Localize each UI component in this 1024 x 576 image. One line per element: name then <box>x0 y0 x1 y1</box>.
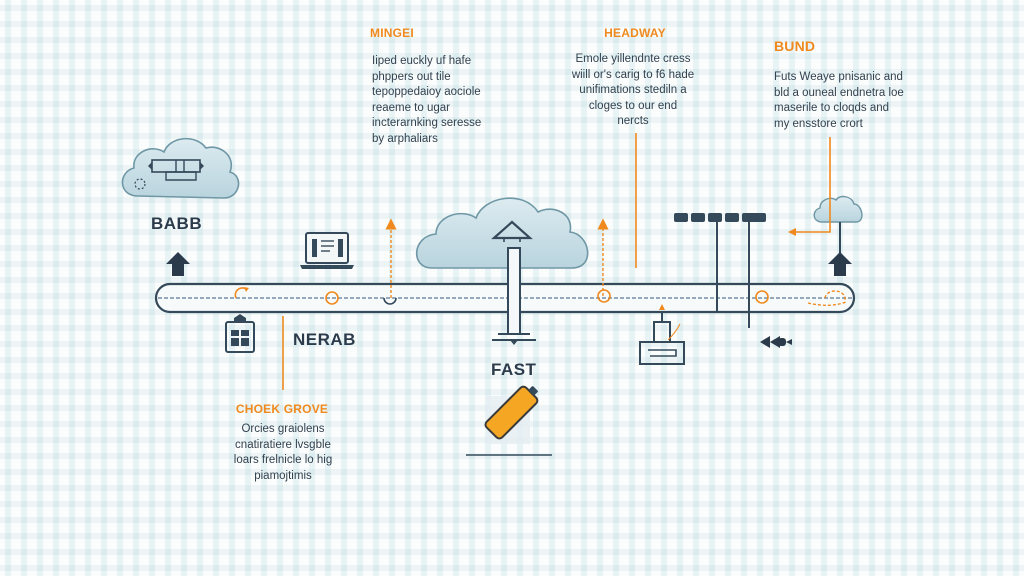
annotation-line: bld a ouneal endnetra loe <box>774 86 904 99</box>
connector-bund <box>788 137 831 236</box>
node-label-fast: FAST <box>491 360 537 379</box>
annotation-line: Futs Weaye pnisanic and <box>774 71 903 83</box>
annotation-line: Iiped euckly uf hafe <box>372 55 472 67</box>
clipboard-icon <box>225 314 255 353</box>
belt-roller-3 <box>755 290 769 304</box>
annotation-body-bund: Futs Weaye pnisanic and bld a ouneal end… <box>774 70 944 132</box>
annotation-title-check-grove: CHOEK GROVE <box>235 402 329 416</box>
annotation-line: phppers out tile <box>372 70 451 83</box>
annotation-title-minged: MINGEI <box>370 26 414 40</box>
annotation-line: incterarnking seresse <box>372 117 482 129</box>
annotation-line: nercts <box>617 115 649 127</box>
annotation-line: cnatiratiere lvsgble <box>235 438 331 451</box>
belt-roller-1 <box>325 291 339 305</box>
annotation-line: piamojtimis <box>254 469 312 482</box>
annotation-line: by arphaliars <box>372 132 438 145</box>
fast-rewind-icon <box>760 336 792 348</box>
annotation-line: wiill or's carig to f6 hade <box>571 68 695 81</box>
belt-marker-1 <box>234 287 249 299</box>
annotation-body-check-grove: Orcies graiolens cnatiratiere lvsgble lo… <box>212 422 354 484</box>
cloud-server-icon <box>121 137 240 199</box>
annotation-line: loars frelnicle lo hig <box>233 454 333 466</box>
printer-base-icon <box>639 304 685 365</box>
annotation-line: maserile to cloqds and <box>774 102 890 114</box>
server-rack-icon <box>674 213 766 328</box>
annotation-line: unifimations stediln a <box>579 84 687 96</box>
annotation-title-bund: BUND <box>774 38 816 54</box>
belt-hook <box>383 297 397 305</box>
battery-icon <box>466 385 552 456</box>
annotation-line: reaeme to ugar <box>372 101 450 114</box>
conveyor-belt <box>154 282 856 314</box>
node-label-babb: BABB <box>151 214 203 233</box>
annotation-body-minged: Iiped euckly uf hafe phppers out tile te… <box>372 54 522 147</box>
up-arrow-icon <box>166 252 190 276</box>
annotation-line: my ensstore crort <box>774 117 863 130</box>
belt-roller-end <box>807 290 847 306</box>
belt-roller-2 <box>597 289 611 303</box>
annotation-line: cloges to our end <box>588 99 678 112</box>
antenna-pole <box>492 247 536 345</box>
annotation-title-headway: HEADWAY <box>604 26 666 40</box>
node-label-nerab: NERAB <box>293 330 356 349</box>
annotation-line: Emole yillendnte cress <box>575 53 691 65</box>
annotation-line: Orcies graiolens <box>241 423 325 435</box>
cloud-icon <box>813 195 863 276</box>
annotation-body-headway: Emole yillendnte cress wiill or's carig … <box>548 52 718 130</box>
cloud-upload-icon <box>415 197 589 269</box>
annotation-line: tepoppedaioy aociole <box>372 86 481 98</box>
laptop-icon <box>300 232 354 269</box>
